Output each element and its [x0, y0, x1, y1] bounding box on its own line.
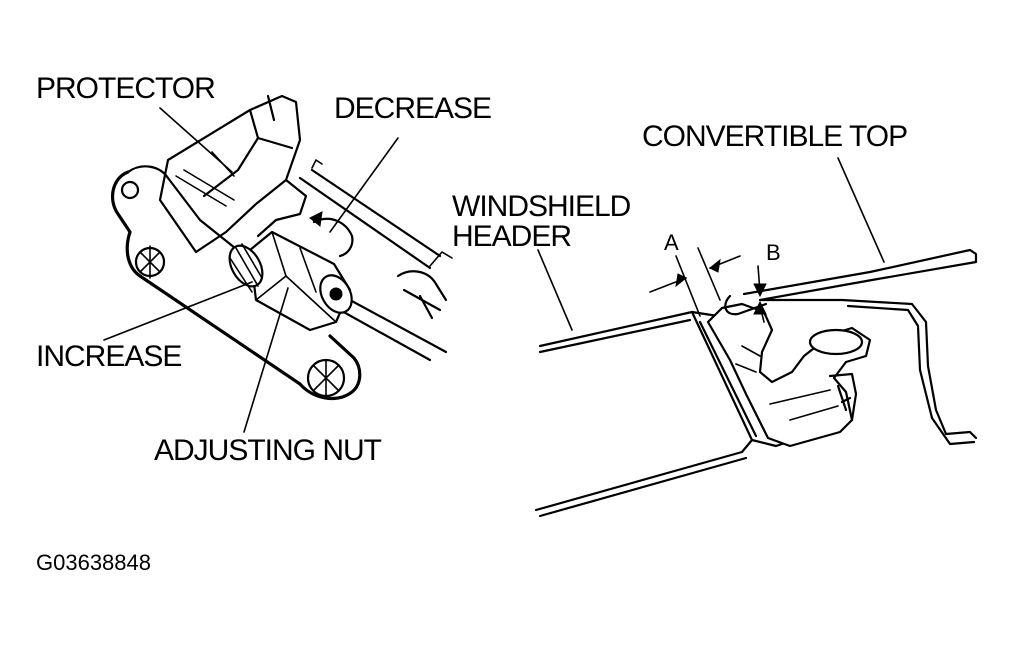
convertible-top-leader: [837, 157, 885, 263]
nut-center: [329, 287, 343, 301]
latch-assembly: [103, 94, 453, 433]
header-upper-skin-inner: [538, 318, 692, 354]
header-label: HEADER: [452, 220, 572, 253]
protector-top: [202, 94, 294, 198]
rotation-arrow: [312, 217, 354, 258]
lower-screw-slot: [313, 359, 339, 397]
protector-leader: [159, 107, 233, 173]
increase-label: INCREASE: [36, 340, 182, 373]
adjusting-nut-leader: [243, 287, 289, 433]
dimension-b-label: B: [766, 240, 781, 265]
decrease-leader: [329, 137, 399, 233]
decrease-label: DECREASE: [334, 92, 492, 125]
top-rail-back: [846, 304, 976, 446]
adjusting-nut-facets: [255, 231, 337, 323]
seal-bulb: [808, 328, 864, 356]
windshield-header-leader: [537, 249, 573, 331]
protector-body: [158, 94, 302, 254]
rod-upper: [298, 168, 442, 270]
protector-label: PROTECTOR: [36, 72, 216, 105]
seal-detail: [735, 345, 839, 421]
header-lower-skin: [534, 438, 754, 518]
hook-arm: [256, 178, 308, 238]
nut-thread: [229, 243, 263, 293]
dimension-a-label: A: [664, 230, 679, 255]
convertible-top-fabric: [742, 248, 978, 302]
increase-leader: [103, 281, 253, 341]
convertible-top-label: CONVERTIBLE TOP: [642, 120, 908, 153]
dimension-b-arrows: [753, 283, 767, 315]
adjusting-nut-label: ADJUSTING NUT: [154, 434, 382, 467]
upper-screw-slot: [139, 245, 161, 279]
header-section: [534, 157, 978, 518]
rotation-arrowhead: [309, 211, 323, 227]
seal-lip: [724, 294, 768, 316]
latch-base-plate: [110, 170, 362, 401]
rod-tabs: [311, 159, 453, 267]
rod-lower: [338, 298, 448, 362]
plate-hole: [120, 180, 140, 200]
top-rail-front: [758, 298, 978, 440]
dimension-a-lines: [649, 247, 741, 317]
dimension-a-arrows: [675, 258, 721, 288]
retainer-clip: [828, 372, 858, 422]
rod-end: [396, 270, 448, 320]
windshield-label: WINDSHIELD: [452, 190, 631, 223]
latch-plate-edge: [126, 165, 332, 322]
figure-id: G03638848: [36, 550, 151, 575]
